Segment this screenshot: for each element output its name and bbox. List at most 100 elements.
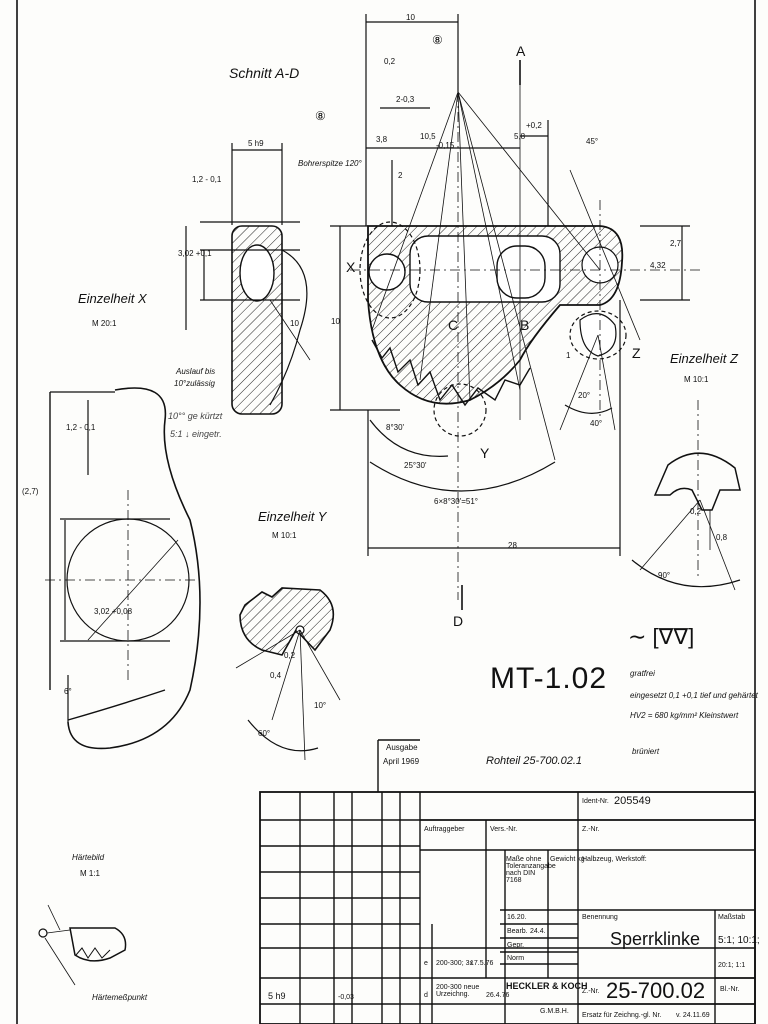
hardness-measure-point: Härtemeßpunkt: [92, 993, 148, 1002]
dim-10-left: 10: [331, 317, 340, 326]
row-e-number: 17.5.76: [470, 960, 494, 967]
hardness-diagram: [38, 904, 127, 986]
dim-1: 1: [566, 351, 571, 360]
section-a-d-view: [185, 143, 311, 415]
company-gmbh: G.M.B.H.: [540, 1008, 569, 1015]
row-e-letter: e: [424, 960, 428, 967]
marker-d: D: [453, 613, 464, 629]
dim-28: 28: [508, 541, 517, 550]
handwritten-note-2: 5:1 ↓ eingetr.: [170, 429, 222, 439]
dim-1-2: 1,2 - 0,1: [192, 175, 222, 184]
marker-z: Z: [632, 345, 641, 361]
rohteil-label: Rohteil 25-700.02.1: [486, 755, 583, 767]
dim-5-h9: 5 h9: [248, 139, 264, 148]
dim-z-0-8: 0,8: [716, 533, 728, 542]
note-bruniert: brüniert: [632, 747, 660, 756]
dim-10-section: 10: [290, 319, 299, 328]
callout-circle-8b: ⑧: [432, 33, 443, 47]
note-gratfrei: gratfrei: [630, 669, 655, 678]
dim-2: 2: [398, 171, 403, 180]
handwritten-note-1: 10°° ge kürtzt: [168, 411, 223, 421]
ident-value: 205549: [614, 795, 651, 807]
marker-x: X: [346, 259, 356, 275]
dim-2-03: 2-0,3: [396, 95, 415, 104]
hardness-title: Härtebild: [72, 853, 105, 862]
main-view-pawl: [330, 14, 700, 610]
dim-x-2-7: (2,7): [22, 487, 39, 496]
bearb-label: Bearb.: [507, 928, 528, 935]
dim-25-30: 25°30': [404, 461, 427, 470]
dim-z-90: 90°: [658, 571, 671, 580]
gepr-label: Gepr.: [507, 942, 525, 949]
marker-b: B: [520, 317, 530, 333]
ersatz-label: Ersatz für Zeichng.-gl. Nr.: [582, 1012, 662, 1019]
dim-8-30: 8°30': [386, 423, 405, 432]
callout-auslauf: Auslauf bis: [176, 367, 216, 376]
marker-c: C: [448, 317, 459, 333]
detail-y-title: Einzelheit Y: [258, 509, 327, 524]
massstab-value: 5:1; 10:1;: [718, 935, 760, 946]
z-nr-label-top: Z.-Nr.: [582, 826, 600, 833]
surface-finish-symbol: ∼ [∇∇]: [628, 624, 695, 649]
marker-y: Y: [480, 445, 490, 461]
dim-plus-0-2: +0,2: [526, 121, 542, 130]
norm-label: Norm: [507, 955, 525, 962]
dim-y-0-4: 0,4: [270, 671, 282, 680]
detail-x-scale: M 20:1: [92, 319, 117, 328]
benennung-label: Benennung: [582, 914, 618, 921]
dim-3-02: 3,02 +0,1: [178, 249, 212, 258]
dim-3-8: 3,8: [376, 135, 388, 144]
auftraggeber-label: Auftraggeber: [424, 826, 465, 833]
bearb-date: 24.4.: [530, 928, 546, 935]
datum-cell: 16.20.: [507, 914, 527, 921]
detail-z-title: Einzelheit Z: [670, 351, 738, 366]
dim-10-top: 10: [406, 13, 415, 22]
dim-x-6: 6°: [64, 687, 72, 696]
dim-45: 45°: [586, 137, 599, 146]
callout-bohrerspitze: Bohrerspitze 120°: [298, 159, 362, 168]
dim-y-0-2: 0,2: [284, 651, 296, 660]
row-d-letter: d: [424, 992, 428, 999]
dim-0-2: 0,2: [384, 57, 396, 66]
row-d-number: 26.4.76: [486, 992, 510, 999]
dim-6x8: 6×8°30'=51°: [434, 497, 478, 506]
massstab-value-2: 20:1; 1:1: [718, 962, 746, 969]
vers-nr-label: Vers.-Nr.: [490, 826, 518, 833]
marker-a: A: [516, 43, 526, 59]
dim-2-7: 2,7: [670, 239, 682, 248]
massstab-label: Maßstab: [718, 914, 746, 921]
dim-5-8: 5,8: [514, 132, 526, 141]
section-title: Schnitt A-D: [229, 65, 300, 81]
detail-y-scale: M 10:1: [272, 531, 297, 540]
z-nr-label: Z.-Nr.: [582, 988, 600, 995]
dim-10-5: 10,5: [420, 132, 436, 141]
note-hardness: HV2 = 680 kg/mm² Kleinstwert: [630, 711, 739, 720]
size-5h9: 5 h9: [268, 991, 286, 1001]
dim-x-1-2: 1,2 - 0,1: [66, 423, 96, 432]
gewicht-label: Gewicht kg: [550, 856, 585, 863]
drawing-number: 25-700.02: [606, 978, 706, 1003]
ersatz-date: v. 24.11.69: [676, 1012, 710, 1019]
werkstoff-label: Halbzeug, Werkstoff:: [582, 856, 647, 863]
ausgabe-label: Ausgabe: [386, 743, 418, 752]
dim-y-10: 10°: [314, 701, 327, 710]
title-block-grid: [259, 739, 756, 1024]
company-name: HECKLER & KOCH: [506, 981, 588, 991]
row-e-text: 200-300; 3x: [436, 960, 473, 967]
detail-x-title: Einzelheit X: [78, 291, 147, 306]
note-eingesetzt: eingesetzt 0,1 +0,1 tief und gehärtet: [630, 691, 758, 700]
detail-y-view: [235, 587, 341, 761]
dim-4-32: 4,32: [650, 261, 666, 270]
callout-circle-8: ⑧: [315, 109, 326, 123]
dim-x-3-02: 3,02 +0,08: [94, 607, 133, 616]
callout-auslauf-2: 10°zulässig: [174, 379, 215, 388]
part-name: Sperrklinke: [610, 929, 701, 949]
dim-y-60: 60°: [258, 729, 271, 738]
dim-20: 20°: [578, 391, 591, 400]
row-d-text: 200-300 neue Urzeichng.: [436, 984, 480, 998]
masse-label: Maße ohne Toleranzangabe nach DIN 7168: [506, 856, 556, 884]
detail-z-view: [631, 400, 741, 591]
blatt-label: Bl.-Nr.: [720, 986, 740, 993]
